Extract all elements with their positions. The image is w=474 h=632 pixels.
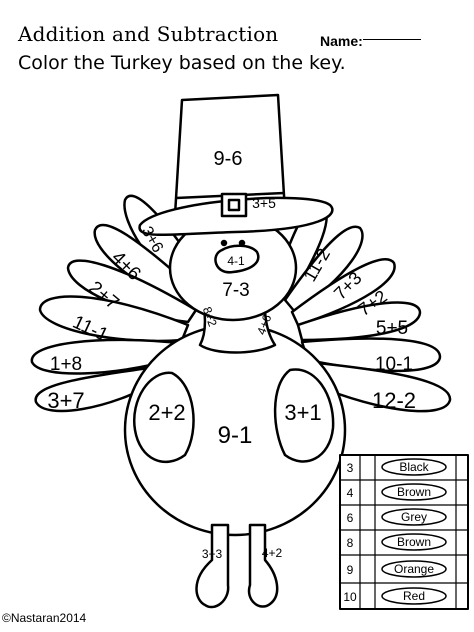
feather-right-3[interactable]	[290, 258, 396, 327]
hat-buckle-inner	[227, 198, 241, 212]
problem-left-foot: 3+3	[202, 547, 223, 561]
key-color-2: Brown	[397, 485, 431, 499]
color-key	[339, 454, 469, 610]
name-label: Name:	[320, 33, 363, 49]
feather-right-4[interactable]	[296, 301, 422, 342]
crayon-label-2	[381, 483, 447, 501]
problem-neck-left: 8÷2	[200, 305, 220, 329]
right-leg[interactable]	[247, 523, 279, 608]
key-color-3: Grey	[401, 510, 427, 524]
crayon-label-6	[381, 587, 447, 605]
crayon-label-5	[381, 560, 447, 578]
key-number-6: 10	[343, 590, 357, 604]
feather-left-6[interactable]	[34, 363, 172, 413]
problem-left-wing: 2+2	[148, 400, 185, 425]
feather-right-6[interactable]	[306, 360, 452, 413]
key-number-2: 4	[347, 486, 354, 500]
wing-right[interactable]	[273, 368, 335, 463]
instruction-text: Color the Turkey based on the key.	[18, 52, 346, 74]
problem-feather-left-5: 1+8	[50, 354, 82, 375]
key-number-3: 6	[347, 511, 354, 525]
problem-right-wing: 3+1	[284, 400, 321, 425]
problem-feather-right-4: 5+5	[376, 318, 408, 339]
key-color-1: Black	[399, 460, 429, 474]
problem-buckle: 3+5	[252, 195, 276, 211]
key-number-4: 8	[347, 536, 354, 550]
eye-right	[238, 239, 246, 247]
crayon-label-3	[381, 508, 447, 526]
key-color-4: Brown	[397, 535, 431, 549]
crayon-label-1	[381, 458, 447, 476]
feather-left-5[interactable]	[30, 338, 182, 375]
left-leg[interactable]	[195, 523, 230, 609]
key-color-5: Orange	[394, 562, 434, 576]
problem-feather-left-6: 3+7	[47, 388, 84, 413]
name-field[interactable]: Name:	[320, 33, 421, 49]
eye-left	[220, 239, 228, 247]
problem-feather-right-6: 12-2	[372, 388, 416, 413]
problem-right-foot: 4+2	[262, 546, 283, 560]
copyright-text: ©Nastaran2014	[2, 611, 87, 625]
key-number-5: 9	[347, 563, 354, 577]
hat-buckle[interactable]	[220, 192, 248, 218]
name-line	[362, 39, 421, 40]
problem-hat: 9-6	[214, 148, 243, 170]
key-color-6: Red	[403, 589, 425, 603]
wing-left[interactable]	[132, 371, 195, 464]
key-number-1: 3	[347, 461, 354, 475]
feather-right-2[interactable]	[283, 225, 364, 314]
problem-feather-right-5: 10-1	[375, 354, 413, 375]
crayon-label-4	[381, 533, 447, 551]
problem-neck-right: 4+6	[254, 312, 274, 336]
problem-body: 9-1	[218, 422, 253, 449]
problem-beak: 4-1	[227, 254, 245, 268]
worksheet-title: Addition and Subtraction	[18, 22, 279, 46]
problem-face: 7-3	[222, 280, 249, 301]
